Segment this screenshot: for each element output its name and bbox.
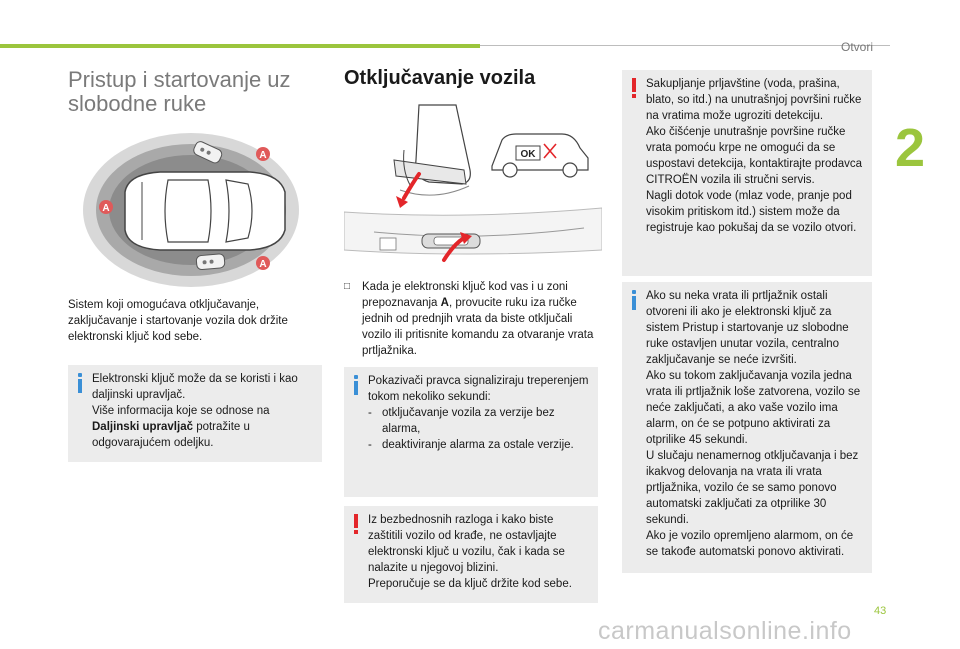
tip-line: Ako su neka vrata ili prtljažnik ostali … (646, 290, 849, 366)
hand-illustration (393, 104, 471, 196)
tip-box-indicators: Pokazivači pravca signaliziraju treperen… (344, 367, 598, 497)
swipe-arrow (402, 172, 421, 200)
svg-text:A: A (259, 150, 266, 161)
page-title: Pristup i startovanje uz slobodne ruke (68, 67, 291, 116)
zone-marker-a-top: A (256, 147, 270, 161)
chapter-number: 2 (895, 118, 926, 178)
warning-line: Nagli dotok vode (mlaz vode, pranje pod … (646, 190, 857, 234)
tip-line: Ako je vozilo opremljeno alarmom, on će … (646, 530, 854, 558)
tip-line: Ako su tokom zaključavanja vozila jedna … (646, 370, 861, 446)
info-icon (350, 375, 362, 395)
section-heading: Otključavanje vozila (344, 67, 536, 89)
warning-box-dirt: Sakupljanje prljavštine (voda, prašina, … (622, 70, 872, 276)
svg-text:OK: OK (521, 149, 537, 160)
warning-icon (628, 78, 640, 98)
tip-line: U slučaju nenamernog otključavanja i bez… (646, 450, 859, 526)
info-icon (74, 373, 86, 393)
svg-text:A: A (102, 203, 109, 214)
section-label: Otvori (841, 40, 874, 54)
warning-line: Ako čišćenje unutrašnje površine ručke v… (646, 126, 863, 186)
info-icon (628, 290, 640, 310)
key-fob-bottom (195, 253, 226, 271)
watermark: carmanualsonline.info (598, 617, 852, 645)
detection-zone-diagram: A A A (83, 133, 299, 287)
unlock-instruction: □ Kada je elektronski ključ kod vas i u … (344, 281, 594, 357)
header-divider (480, 45, 890, 46)
warning-icon (350, 514, 362, 534)
zone-marker-a-bottom: A (256, 256, 270, 270)
swipe-arrow-head (396, 196, 408, 208)
checkbox-bullet-icon: □ (344, 281, 351, 292)
tip-box-locking: Ako su neka vrata ili prtljažnik ostali … (622, 282, 872, 573)
warning-line: Sakupljanje prljavštine (voda, prašina, … (646, 78, 862, 122)
tailgate-arrow-head (460, 232, 472, 244)
tip-intro: Pokazivači pravca signaliziraju treperen… (368, 375, 589, 403)
tip-line: Elektronski ključ može da se koristi i k… (92, 373, 298, 401)
list-item: -deaktiviranje alarma za ostale verzije. (368, 439, 574, 451)
warning-line: Preporučuje se da ključ držite kod sebe. (368, 578, 572, 590)
warning-line: Iz bezbednosnih razloga i kako biste zaš… (368, 514, 565, 574)
svg-text:A: A (259, 259, 266, 270)
header-accent-bar (0, 44, 480, 48)
tailgate-illustration (344, 207, 602, 255)
zone-marker-a-left: A (99, 200, 113, 214)
hand-on-door-handle-illustration: OK (344, 104, 602, 262)
car-side-view: OK (491, 133, 589, 178)
intro-paragraph: Sistem koji omogućava otključavanje, zak… (68, 299, 288, 343)
list-item: -otključavanje vozila za verzije bez ala… (368, 407, 555, 435)
tip-box-remote: Elektronski ključ može da se koristi i k… (68, 365, 322, 462)
page-number: 43 (874, 605, 887, 617)
tailgate-arrow (442, 236, 466, 262)
car-top-view (124, 171, 286, 251)
tip-line: Više informacija koje se odnose na Dalji… (92, 405, 270, 449)
warning-box-key: Iz bezbednosnih razloga i kako biste zaš… (344, 506, 598, 603)
key-fob-top (193, 141, 223, 164)
